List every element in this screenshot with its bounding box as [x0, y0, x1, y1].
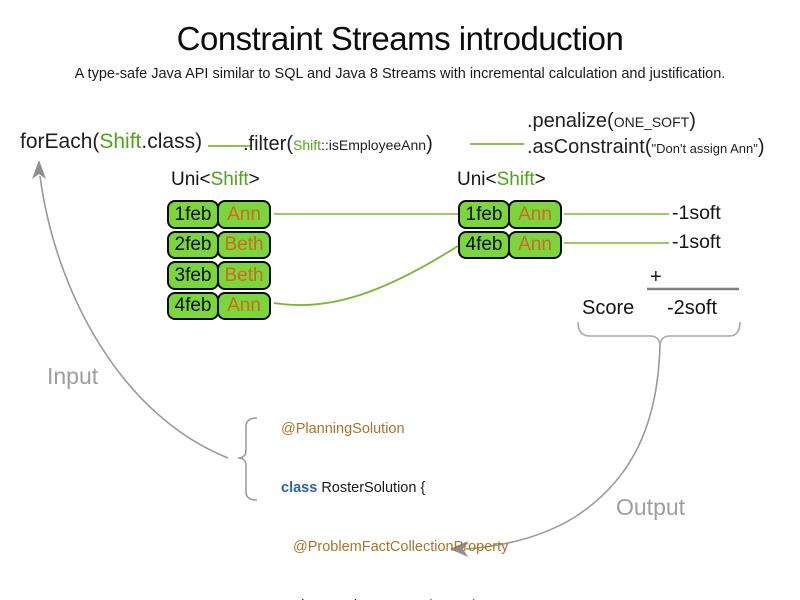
- date-cell: 3feb: [167, 261, 219, 290]
- score-brace: [577, 321, 741, 346]
- annotation-token: @ProblemFactCollectionProperty: [293, 538, 509, 555]
- employee-cell: Beth: [217, 261, 271, 290]
- right-stream-label: Uni<Shift>: [457, 169, 546, 191]
- penalize-prefix: .penalize(: [527, 110, 614, 132]
- match-score-1: -1soft: [672, 202, 721, 224]
- score-label: Score: [582, 297, 635, 319]
- date-cell: 4feb: [458, 230, 510, 259]
- foreach-prefix: forEach(: [20, 130, 100, 153]
- match-score-2: -1soft: [672, 231, 721, 253]
- table-row: 1feb Ann: [167, 200, 271, 229]
- foreach-call: forEach(Shift.class): [20, 130, 202, 154]
- asconstraint-suffix: ): [757, 136, 765, 158]
- table-row: 4feb Ann: [458, 230, 562, 259]
- asconstraint-arg: "Don't assign Ann": [651, 141, 758, 156]
- left-label-post: >: [248, 169, 260, 190]
- right-label-post: >: [534, 169, 546, 190]
- right-label-type: Shift: [496, 169, 535, 190]
- employee-cell: Ann: [508, 200, 562, 229]
- code-line: @ProblemFactCollectionProperty: [263, 538, 519, 558]
- date-cell: 4feb: [167, 291, 219, 320]
- code-block: @PlanningSolution class RosterSolution {…: [263, 381, 519, 600]
- plus-sign: +: [650, 266, 662, 288]
- filter-suffix: ): [426, 133, 433, 155]
- table-row: 1feb Ann: [458, 200, 562, 229]
- employee-cell: Beth: [217, 230, 271, 259]
- left-label-type: Shift: [210, 169, 249, 190]
- table-row: 4feb Ann: [167, 291, 271, 320]
- filter-arg-type: Shift: [293, 137, 322, 153]
- employee-cell: Ann: [508, 230, 562, 259]
- code-token: List<Employee>: [293, 598, 401, 600]
- asconstraint-call: .asConstraint("Don't assign Ann"): [527, 136, 765, 159]
- right-stream-table: 1feb Ann 4feb Ann: [458, 200, 562, 259]
- code-line: @PlanningSolution: [263, 420, 519, 440]
- filter-call: .filter(Shift::isEmployeeAnn): [243, 133, 433, 156]
- total-score: -2soft: [667, 297, 718, 319]
- date-cell: 1feb: [167, 200, 219, 229]
- row-connector-4feb: [273, 245, 459, 306]
- left-label-pre: Uni<: [171, 169, 211, 190]
- asconstraint-prefix: .asConstraint(: [527, 136, 652, 158]
- right-label-pre: Uni<: [457, 169, 497, 190]
- foreach-type: Shift: [99, 130, 142, 153]
- variable-token: employeeList;: [401, 598, 490, 600]
- penalize-suffix: ): [689, 110, 696, 132]
- employee-cell: Ann: [217, 200, 271, 229]
- left-stream-table: 1feb Ann 2feb Beth 3feb Beth 4feb Ann: [167, 200, 271, 320]
- penalize-arg: ONE_SOFT: [613, 114, 690, 130]
- input-arrowhead: [32, 160, 46, 179]
- filter-prefix: .filter(: [243, 133, 293, 155]
- code-token: RosterSolution {: [317, 479, 426, 496]
- page-subtitle: A type-safe Java API similar to SQL and …: [74, 66, 726, 82]
- code-line: class RosterSolution {: [263, 479, 519, 499]
- table-row: 2feb Beth: [167, 230, 271, 259]
- foreach-suffix: .class): [141, 130, 203, 153]
- code-line: List<Employee> employeeList;: [263, 597, 519, 600]
- filter-arg-rest: ::isEmployeeAnn: [321, 137, 427, 153]
- page-title: Constraint Streams introduction: [176, 20, 624, 57]
- input-label: Input: [47, 363, 99, 389]
- penalize-call: .penalize(ONE_SOFT): [527, 110, 696, 133]
- code-brace: [237, 417, 258, 501]
- annotation-token: @PlanningSolution: [281, 421, 405, 438]
- date-cell: 1feb: [458, 200, 510, 229]
- keyword-token: class: [281, 479, 318, 496]
- employee-cell: Ann: [217, 291, 271, 320]
- table-row: 3feb Beth: [167, 261, 271, 290]
- output-label: Output: [616, 494, 686, 520]
- date-cell: 2feb: [167, 230, 219, 259]
- left-stream-label: Uni<Shift>: [171, 169, 260, 191]
